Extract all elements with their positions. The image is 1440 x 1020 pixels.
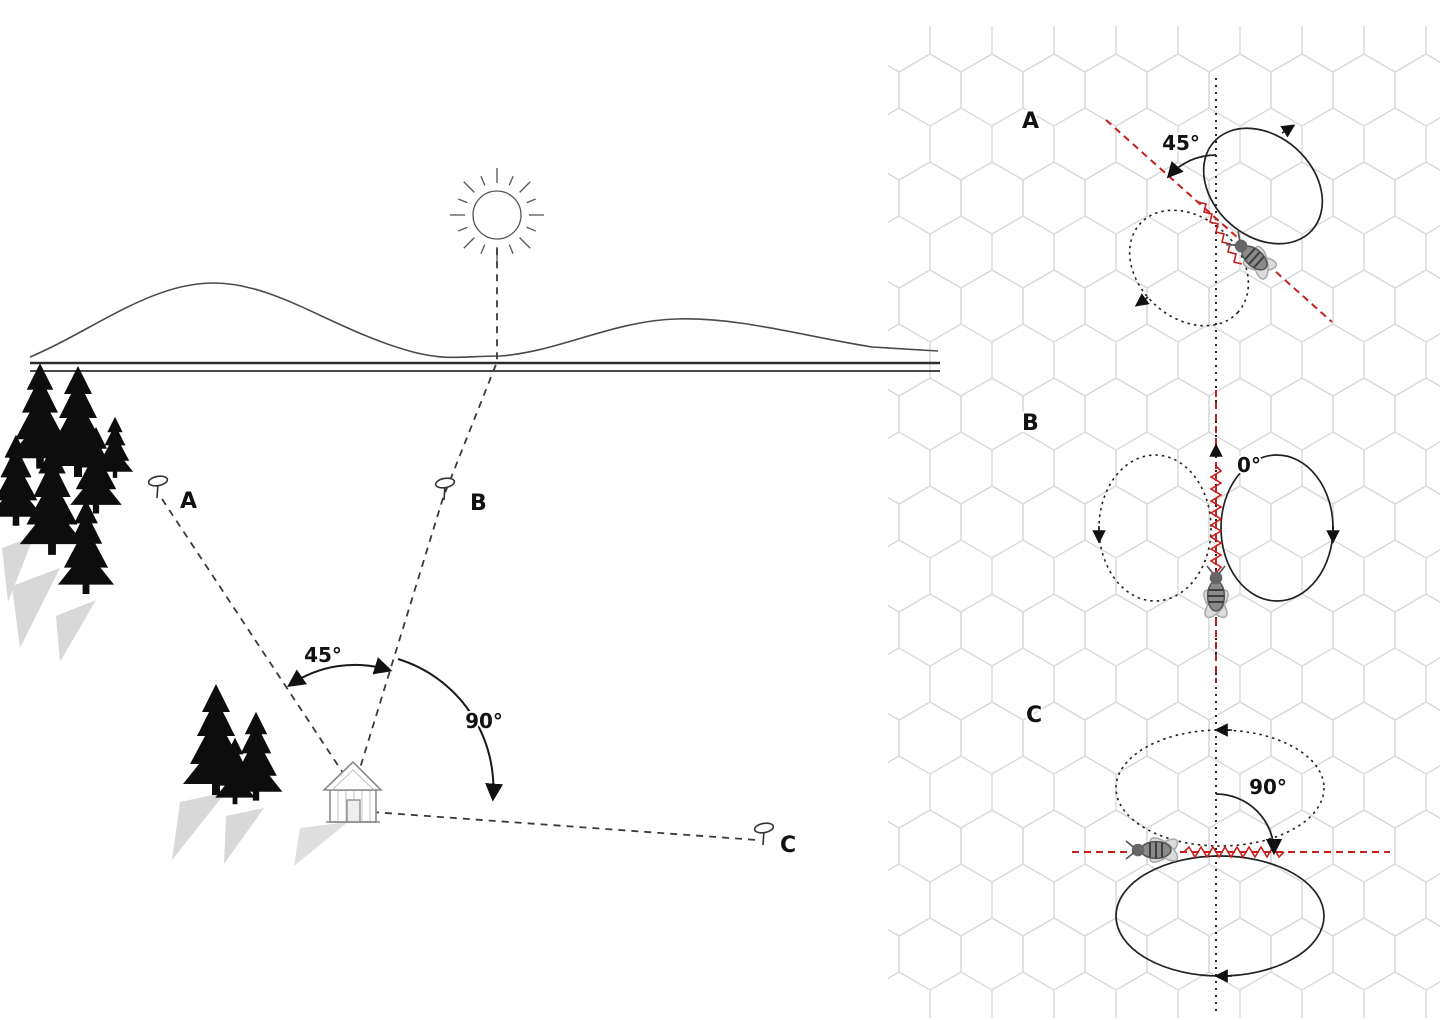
forest-middle	[172, 684, 283, 864]
dance-loop-lower-dotted	[1128, 209, 1250, 327]
loop-direction-arrow	[1134, 293, 1150, 307]
panel-c-angle-label: 90°	[1249, 775, 1287, 799]
hive-shadow	[294, 822, 348, 866]
hive-to-b-sun-line	[356, 246, 498, 779]
waggle-run-zigzag	[1183, 845, 1285, 859]
feeder-flags: A B C	[147, 474, 798, 860]
panel-c-label: C	[1026, 703, 1042, 728]
panel-b-angle-label: 0°	[1237, 453, 1261, 477]
waggle-run-zigzag	[1209, 465, 1223, 574]
tree-shadow	[172, 792, 264, 864]
angle-bc-label: 90°	[465, 709, 503, 733]
angle-arc-ab	[287, 657, 393, 688]
sight-lines	[159, 246, 758, 841]
angle-ab-label: 45°	[304, 643, 342, 667]
waggle-run-zigzag	[1197, 201, 1243, 265]
forest-left	[0, 363, 134, 662]
flag-a-icon	[147, 474, 169, 499]
flag-b-label: B	[470, 491, 487, 516]
dance-panel-a: A 45°	[1020, 107, 1333, 327]
beehive	[294, 760, 383, 866]
horizon-line	[30, 361, 940, 372]
sun-icon	[450, 168, 544, 262]
tree-shadow	[2, 536, 96, 662]
dance-panel-b: B 0°	[1020, 390, 1340, 683]
dance-loop-upper	[1202, 127, 1324, 245]
angle-arc-45	[1166, 154, 1217, 179]
flag-a-label: A	[180, 489, 197, 514]
mountain-skyline	[29, 282, 939, 359]
field-angles: 45° 90°	[287, 641, 505, 802]
hive-to-c-line	[371, 811, 758, 841]
angle-arc-90	[1215, 793, 1283, 856]
waggle-axis-45-red-line	[1105, 119, 1333, 323]
loop-direction-arrow	[1280, 124, 1296, 138]
flag-b-icon	[434, 476, 456, 501]
panel-a-angle-label: 45°	[1162, 131, 1200, 155]
dance-panel-c: C 90°	[1024, 701, 1390, 983]
field-scene: 45° 90° A B C	[0, 168, 940, 866]
honeycomb-grid	[888, 26, 1440, 1018]
angle-arc-bc	[397, 658, 504, 802]
panel-b-label: B	[1022, 411, 1039, 436]
dance-loop-upper-dotted	[1115, 729, 1325, 847]
hive-to-a-line	[159, 495, 346, 777]
panel-a-label: A	[1022, 109, 1039, 134]
comb-scene: A 45° B 0° C	[888, 26, 1440, 1018]
flag-c-icon	[753, 821, 775, 846]
flag-c-label: C	[780, 833, 796, 858]
